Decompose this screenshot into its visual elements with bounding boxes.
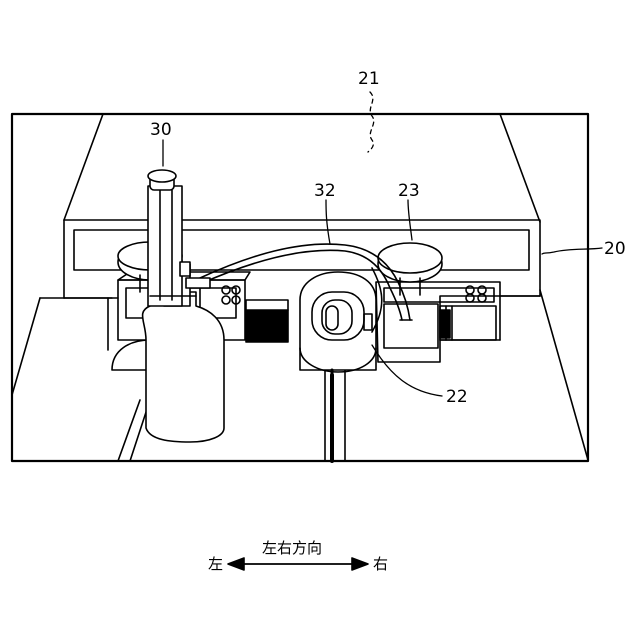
center-nozzle-unit <box>300 272 376 380</box>
leader-lines <box>163 92 602 396</box>
label-21: 21 <box>358 69 380 89</box>
interior-walls <box>12 114 588 460</box>
direction-title: 左右方向 <box>262 539 322 557</box>
label-22: 22 <box>446 387 468 407</box>
direction-labels: 左右方向 左 右 <box>208 539 388 573</box>
dark-block-top <box>246 300 288 310</box>
syringe-bottle <box>143 170 224 442</box>
direction-right: 右 <box>373 555 388 573</box>
label-30: 30 <box>150 120 172 140</box>
label-32: 32 <box>314 181 336 201</box>
dark-block <box>246 310 288 342</box>
direction-left: 左 <box>208 555 223 573</box>
right-holder <box>376 282 500 362</box>
label-23: 23 <box>398 181 420 201</box>
direction-arrow <box>228 558 368 570</box>
outer-frame <box>12 114 588 461</box>
label-20: 20 <box>604 239 626 259</box>
